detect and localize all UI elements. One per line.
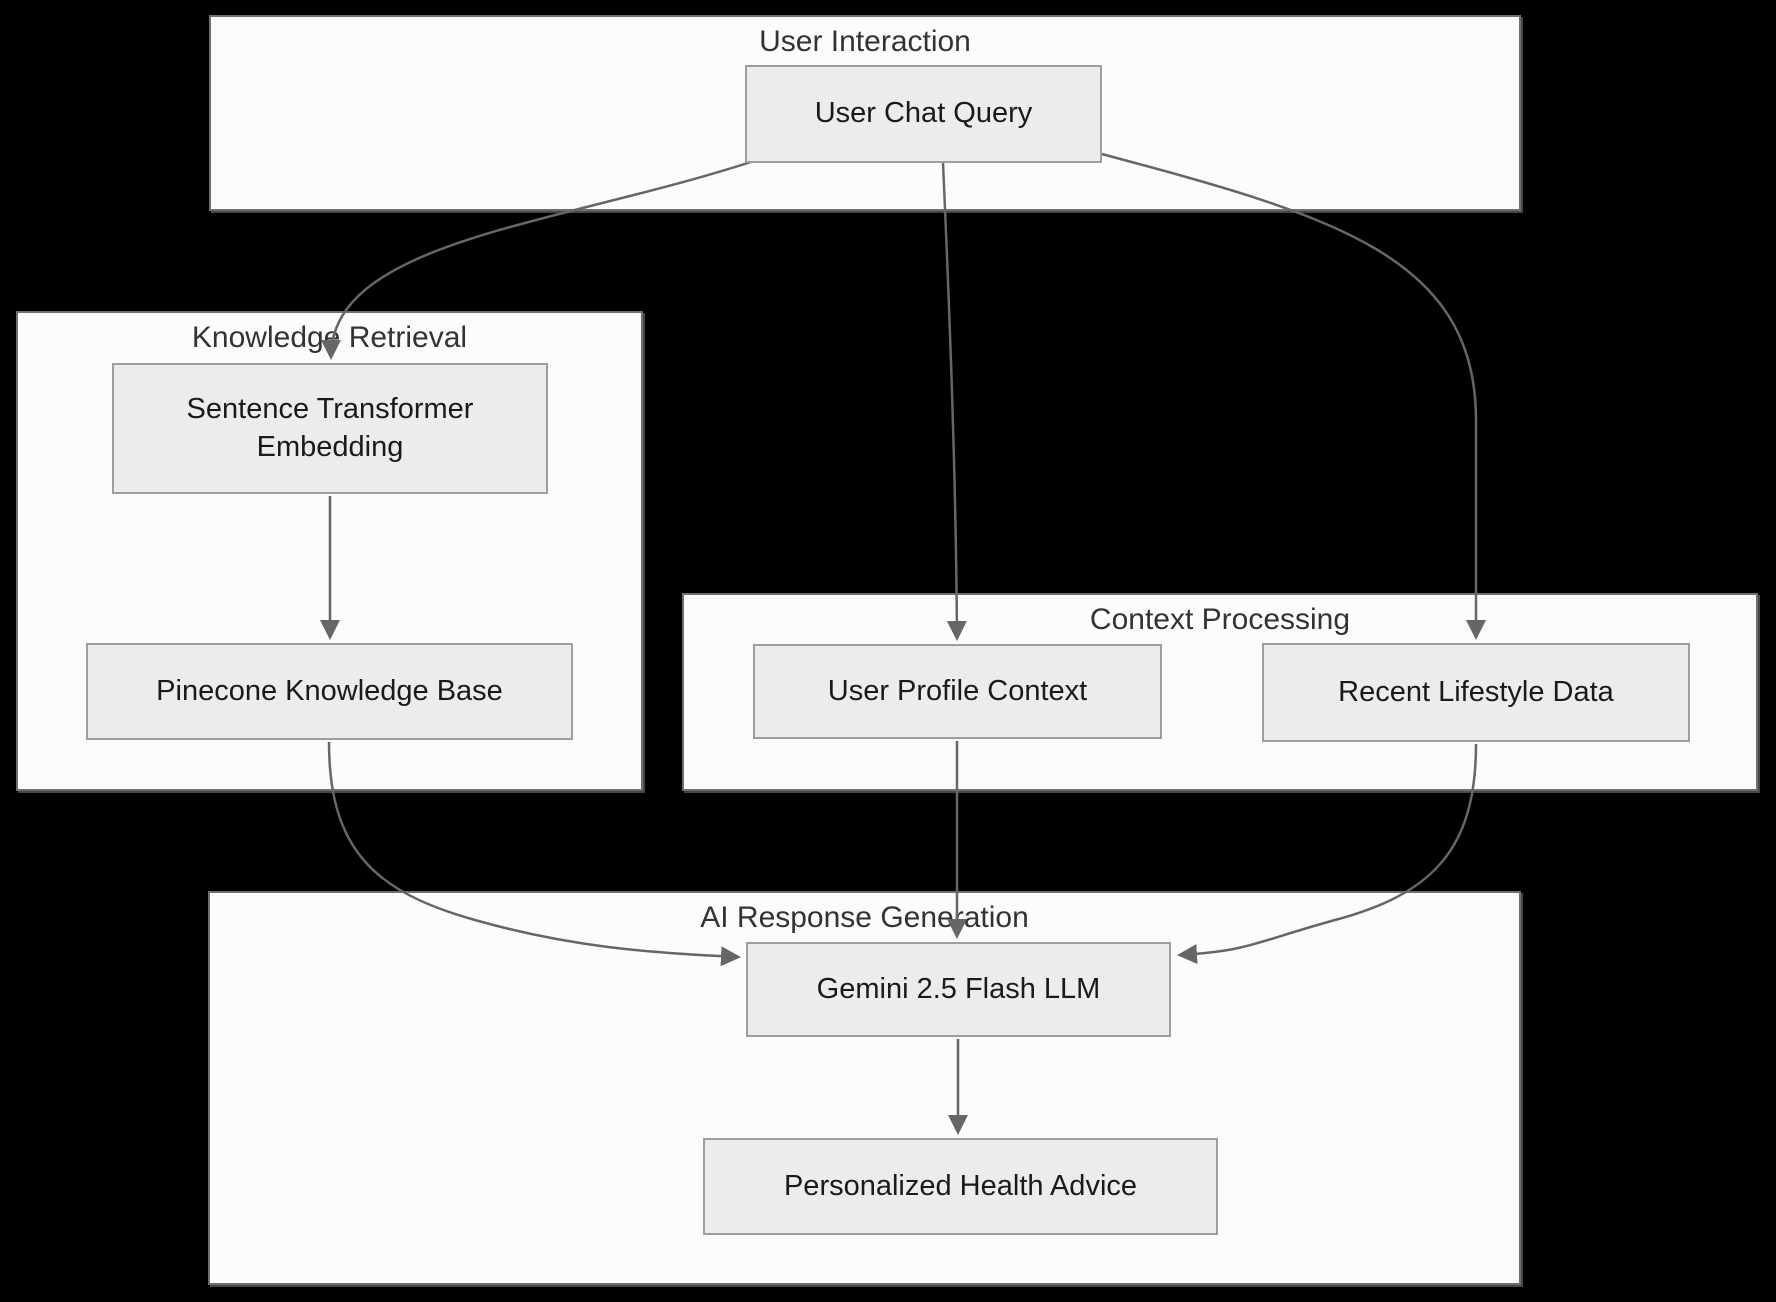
node-label-recent-lifestyle-data: Recent Lifestyle Data [1338,675,1614,708]
group-title-user-interaction: User Interaction [759,25,971,58]
node-recent-lifestyle-data: Recent Lifestyle Data [1262,643,1690,742]
group-title-ai-response-generation: AI Response Generation [700,901,1029,934]
group-title-knowledge-retrieval: Knowledge Retrieval [191,321,468,354]
node-user-profile-context: User Profile Context [753,644,1162,739]
node-label-gemini-2-5-flash-llm: Gemini 2.5 Flash LLM [816,972,1101,1005]
node-gemini-2-5-flash-llm: Gemini 2.5 Flash LLM [746,942,1171,1037]
edge-user-chat-query-to-user-profile-context [941,162,967,641]
node-personalized-health-advice: Personalized Health Advice [703,1138,1218,1235]
node-pinecone-knowledge-base: Pinecone Knowledge Base [86,643,573,740]
node-label-sentence-transformer-embedding: Sentence Transformer Embedding [186,392,474,463]
group-title-context-processing: Context Processing [1089,603,1351,636]
node-label-user-chat-query: User Chat Query [814,97,1033,130]
node-label-user-profile-context: User Profile Context [827,674,1088,707]
node-label-pinecone-knowledge-base: Pinecone Knowledge Base [156,674,503,707]
node-user-chat-query: User Chat Query [745,65,1102,163]
node-label-personalized-health-advice: Personalized Health Advice [783,1169,1138,1202]
node-sentence-transformer-embedding: Sentence Transformer Embedding [112,363,548,494]
edge-user-chat-query-to-recent-lifestyle-data [1097,151,1486,640]
